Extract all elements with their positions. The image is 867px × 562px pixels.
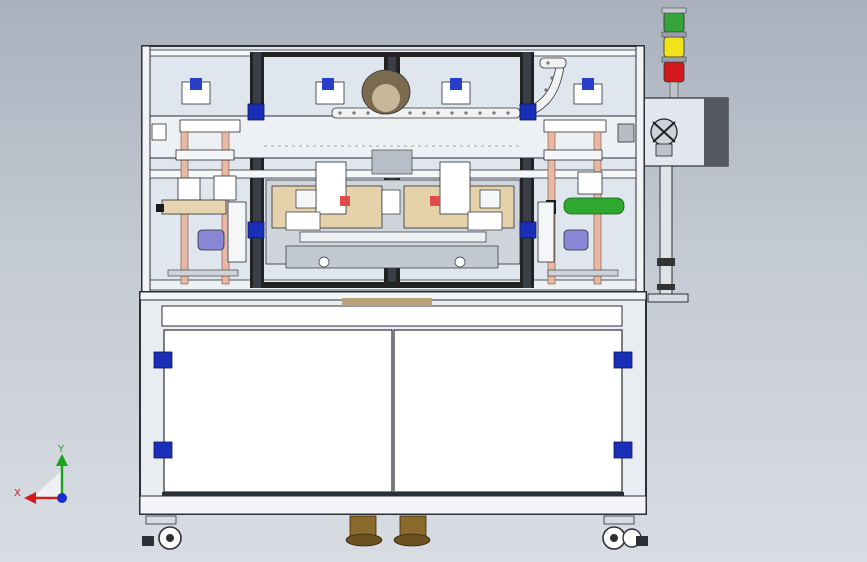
left-module: [151, 119, 247, 285]
control-post: [647, 165, 689, 303]
y-axis-arrow: [56, 454, 68, 466]
operator-boots: [345, 515, 431, 547]
caster-right: [602, 515, 648, 550]
work-station: [265, 149, 521, 269]
purple-motor-right: [563, 229, 589, 251]
caster-left: [142, 515, 182, 550]
y-axis-label: Y: [57, 444, 65, 455]
lower-cabinet: [139, 291, 647, 515]
valve-heads: [181, 78, 603, 105]
right-module: [537, 119, 635, 285]
green-roller-right: [563, 197, 625, 215]
x-axis-label: X: [14, 488, 21, 499]
purple-motor-left: [197, 229, 225, 251]
operator-figure: [361, 69, 411, 115]
tower-light-green: [663, 11, 685, 33]
cabinet-door-right: [393, 329, 623, 493]
cabinet-hinges: [153, 351, 633, 459]
x-axis-arrow: [24, 492, 36, 504]
triad-plane: [30, 470, 62, 500]
z-axis-dot: [57, 493, 67, 503]
upper-brackets: [247, 103, 537, 239]
tower-light-yellow: [663, 36, 685, 58]
cabinet-door-left: [163, 329, 393, 493]
cable-chain-links: [338, 61, 554, 115]
signal-tower-lamp: [661, 7, 687, 99]
tower-light-red: [663, 61, 685, 83]
coordinate-triad: Y X: [14, 444, 68, 504]
